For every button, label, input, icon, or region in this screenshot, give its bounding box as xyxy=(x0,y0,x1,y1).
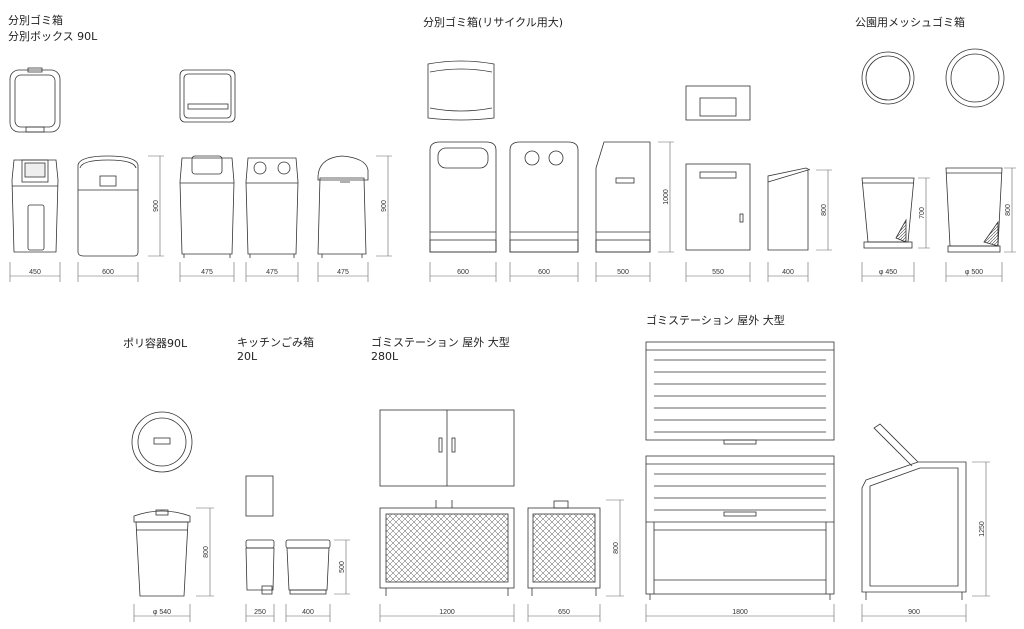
title-sorted-box-2: 分別ボックス 90L xyxy=(8,30,98,43)
dim-row2-w3: 400 xyxy=(302,609,314,616)
station-280-top-view xyxy=(379,409,515,487)
kitchen-bin-top-view xyxy=(245,475,274,517)
title-station-out-2: 280L xyxy=(371,350,399,363)
dim-row2-h1: 800 xyxy=(203,546,210,558)
dim-row1-w1: 450 xyxy=(29,269,41,276)
swing-bin-top-view xyxy=(179,69,236,123)
mesh-bin-450-top-view xyxy=(861,51,915,105)
bin-450-top-view xyxy=(9,67,61,133)
title-recycle: 分別ゴミ箱(リサイクル用大) xyxy=(423,16,564,29)
title-poly: ポリ容器90L xyxy=(123,337,188,350)
poly-container-front-view xyxy=(133,509,191,597)
station-large-front-view xyxy=(645,455,835,600)
mesh-bin-450-front-view xyxy=(861,177,915,249)
dim-row2-h4: 1250 xyxy=(979,521,986,537)
box-400-side-view xyxy=(767,167,811,251)
recycle-bin-600-b xyxy=(509,141,579,253)
dim-row1-h5: 700 xyxy=(919,207,926,219)
title-kitchen-1: キッチンごみ箱 xyxy=(237,336,314,349)
dim-row1-w3: 475 xyxy=(201,269,213,276)
dim-row2-w5: 650 xyxy=(558,609,570,616)
recycle-bin-600-a xyxy=(429,141,497,253)
dim-row1-h6: 800 xyxy=(1005,204,1012,216)
dim-row1-w4: 475 xyxy=(266,269,278,276)
title-station-out-1: ゴミステーション 屋外 大型 xyxy=(371,336,510,349)
mesh-bin-500-top-view xyxy=(945,48,1005,108)
kitchen-bin-250-front-view xyxy=(245,539,275,595)
mesh-bin-500-front-view xyxy=(945,167,1003,253)
recycle-bin-top-view xyxy=(427,60,495,121)
dome-lid-bin-side-view xyxy=(317,155,369,258)
dim-row2-h2: 500 xyxy=(339,561,346,573)
dim-row2-w2: 250 xyxy=(254,609,266,616)
dimension-labels: 450 600 475 475 475 600 600 500 550 400 … xyxy=(29,189,1012,616)
dim-row2-h3: 800 xyxy=(613,542,620,554)
station-large-top-view xyxy=(645,341,835,445)
bin-450-front-view xyxy=(11,159,59,253)
dim-row2-w4: 1200 xyxy=(439,609,455,616)
dim-row2-w1: φ 540 xyxy=(153,609,171,616)
dim-row1-w6: 600 xyxy=(457,269,469,276)
poly-container-top-view xyxy=(131,411,193,473)
title-kitchen-2: 20L xyxy=(237,350,258,363)
dimension-lines xyxy=(9,141,1016,622)
dim-row1-h4: 800 xyxy=(821,204,828,216)
kitchen-bin-400-front-view xyxy=(285,539,331,595)
recycle-bin-500 xyxy=(595,141,651,253)
station-280-front-view xyxy=(379,500,515,596)
dim-row1-w5: 475 xyxy=(337,269,349,276)
dim-row2-w6: 1800 xyxy=(732,609,748,616)
bin-600-front-view xyxy=(77,155,139,257)
dim-row1-w8: 500 xyxy=(617,269,629,276)
dim-row1-w2: 600 xyxy=(102,269,114,276)
station-large-side-view xyxy=(861,423,967,600)
swing-bin-front-view xyxy=(179,155,235,258)
dim-row1-w9: 550 xyxy=(712,269,724,276)
title-park-mesh: 公園用メッシュゴミ箱 xyxy=(855,16,965,29)
dim-row1-w11: φ 450 xyxy=(879,269,897,276)
dim-row2-w7: 900 xyxy=(908,609,920,616)
dim-row1-w7: 600 xyxy=(538,269,550,276)
title-sorted-box-1: 分別ゴミ箱 xyxy=(8,14,63,27)
title-station-large: ゴミステーション 屋外 大型 xyxy=(646,314,785,327)
dim-row1-h3: 1000 xyxy=(663,189,670,205)
dim-row1-h2: 900 xyxy=(381,200,388,212)
station-280-side-view xyxy=(527,500,601,596)
double-hole-bin-front-view xyxy=(245,157,299,258)
dim-row1-w10: 400 xyxy=(782,269,794,276)
box-550-front-view xyxy=(685,163,751,251)
box-550-top-view xyxy=(685,85,751,121)
dim-row1-h1: 900 xyxy=(153,200,160,212)
dim-row1-w12: φ 500 xyxy=(965,269,983,276)
